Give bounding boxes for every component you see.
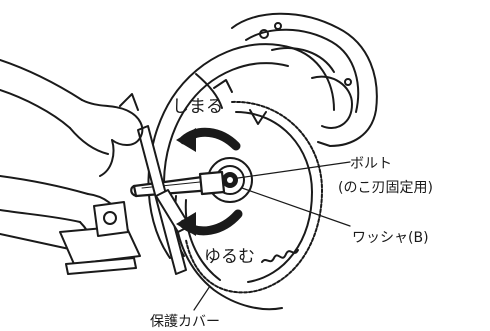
bolt-detail-label: (のこ刃固定用) — [338, 180, 433, 196]
hex-wrench — [130, 170, 226, 198]
tighten-arrow — [176, 127, 241, 152]
washer-label: ワッシャ(B) — [352, 230, 429, 246]
saw-blade — [185, 100, 323, 294]
guard-label: 保護カバー — [150, 314, 220, 330]
bolt-leader — [237, 161, 351, 179]
blade-mark — [261, 249, 299, 263]
left-hand — [0, 59, 144, 177]
bolt-label: ボルト — [350, 156, 392, 172]
loosen-arrow — [176, 209, 243, 236]
support-wrench — [137, 125, 191, 275]
motor-housing — [231, 12, 378, 147]
tighten-label: しまる — [172, 97, 223, 117]
guard-leader — [193, 285, 211, 311]
loosen-label: ゆるむ — [204, 247, 255, 267]
base-bracket — [59, 201, 141, 275]
washer-leader — [241, 187, 351, 227]
